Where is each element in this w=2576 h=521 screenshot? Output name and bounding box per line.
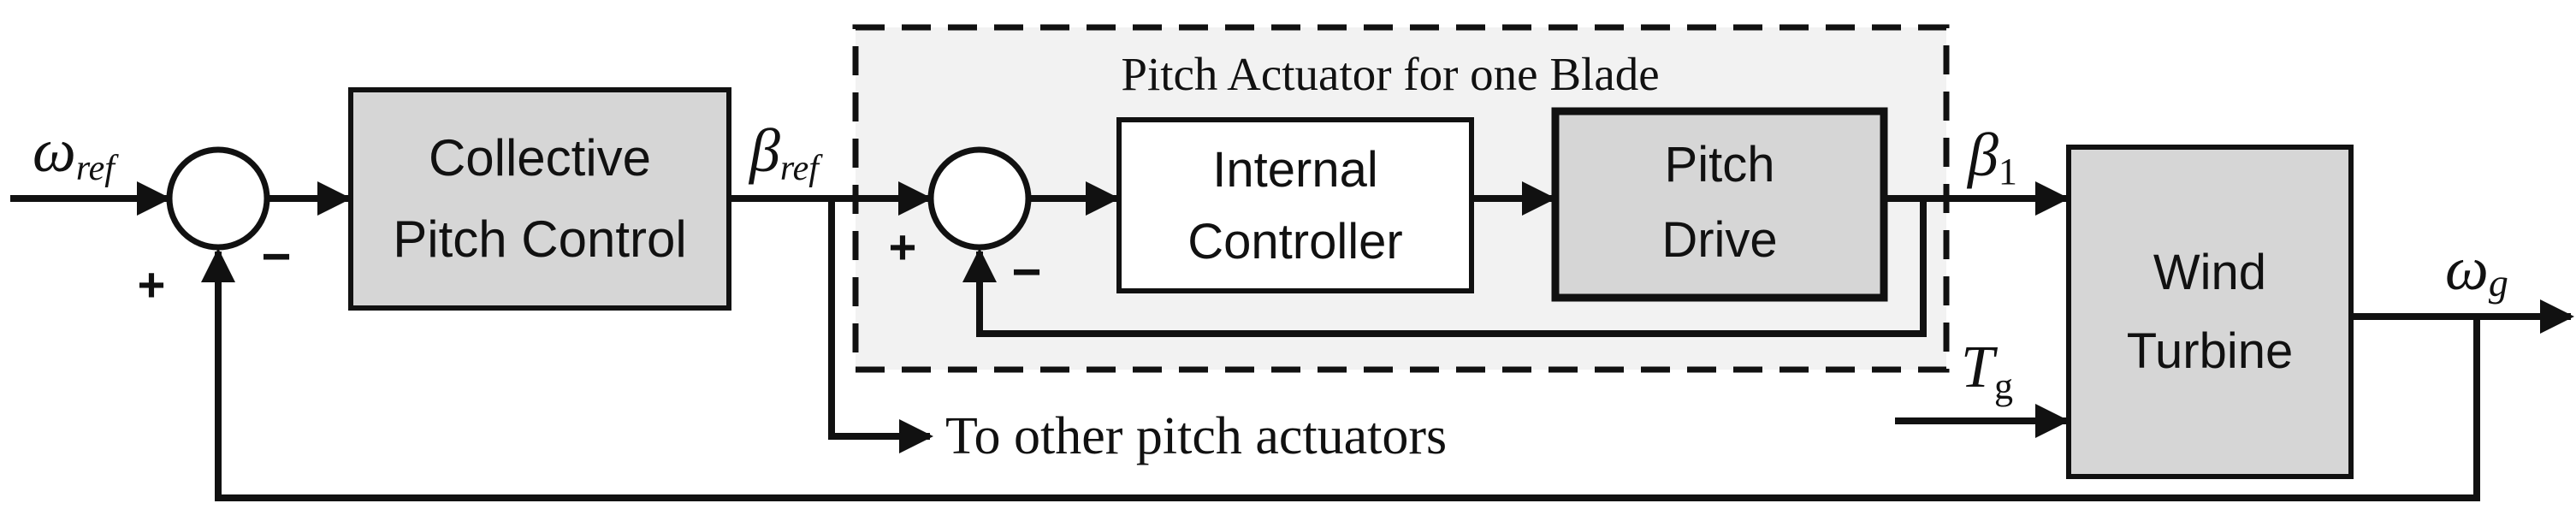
beta-1-label: β1: [1966, 121, 2017, 192]
inner-summing-junction: [927, 146, 1032, 251]
beta-ref-subscript: ref: [780, 149, 823, 188]
T-g-label: Tg: [1961, 335, 2013, 407]
wind-turbine-label-line1: Wind: [2153, 245, 2266, 300]
omega-g-label: ωg: [2445, 234, 2508, 305]
wind-turbine-block: [2066, 145, 2354, 479]
pitch-actuator-region-label: Pitch Actuator for one Blade: [1121, 48, 1659, 100]
beta-ref-symbol: β: [748, 116, 780, 185]
to-other-actuators-arrow: [828, 198, 933, 453]
beta-ref-label: βref: [748, 116, 823, 188]
collective-block-label-line2: Pitch Control: [393, 210, 686, 268]
T-g-symbol: T: [1961, 335, 1999, 400]
omega-ref-symbol: ω: [33, 116, 76, 185]
inner-feedback-loop-arrow: [962, 198, 1927, 337]
omega-ref-subscript: ref: [76, 149, 119, 188]
omega-ref-label: ωref: [33, 116, 119, 188]
internal-controller-block: [1116, 117, 1474, 293]
wind-turbine-label-line2: Turbine: [2127, 323, 2294, 379]
pitch-drive-label-line2: Drive: [1661, 212, 1777, 268]
to-other-actuators-label: To other pitch actuators: [945, 407, 1447, 465]
omega-g-subscript: g: [2489, 261, 2508, 305]
beta-1-symbol: β: [1966, 121, 1999, 189]
outer-feedback-loop-arrow: [201, 248, 2480, 501]
collective-block-label-line1: Collective: [429, 129, 651, 186]
outer-summing-junction: [166, 146, 270, 251]
T-g-subscript: g: [1994, 365, 2013, 407]
inner-sum-plus-sign: +: [889, 220, 917, 274]
internal-controller-label-line2: Controller: [1187, 214, 1402, 269]
outer-sum-minus-sign: −: [261, 228, 291, 285]
beta-1-subscript: 1: [1999, 151, 2017, 192]
outer-sum-plus-sign: +: [138, 258, 166, 311]
inner-sum-minus-sign: −: [1011, 243, 1041, 300]
collective-pitch-control-block: [348, 87, 731, 311]
pitch-drive-label-line1: Pitch: [1665, 137, 1775, 192]
internal-controller-label-line1: Internal: [1212, 142, 1377, 198]
omega-g-symbol: ω: [2445, 234, 2489, 303]
